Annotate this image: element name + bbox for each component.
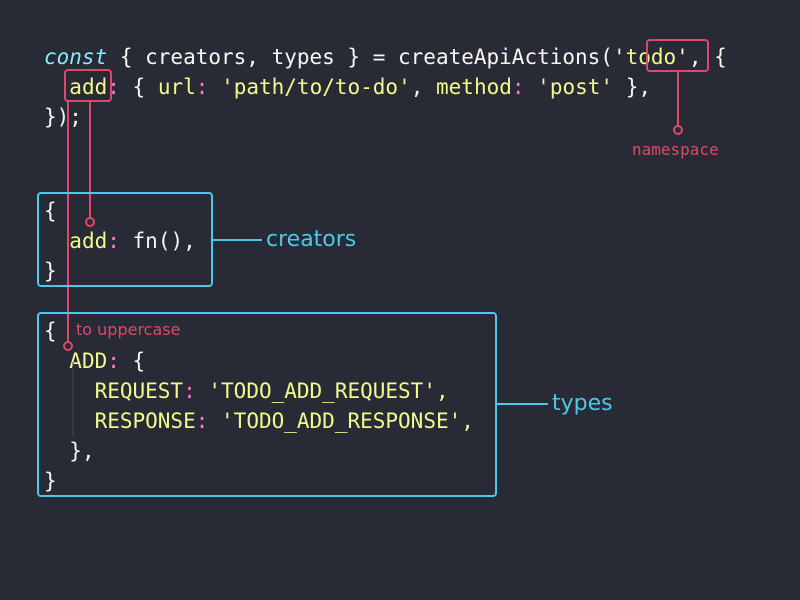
creators-box xyxy=(37,192,213,287)
colon: : xyxy=(195,409,209,433)
code-line-1-text: { creators, types } = createApiActions(' xyxy=(107,45,626,69)
namespace-highlight-box xyxy=(646,39,709,72)
types-connector-dot xyxy=(63,341,73,351)
creators-close-brace: } xyxy=(44,259,57,283)
code-snippet: const { creators, types } = createApiAct… xyxy=(0,0,727,600)
colon: : xyxy=(511,75,525,99)
namespace-string: todo xyxy=(625,45,677,69)
code-line-1-end: ', { xyxy=(676,45,727,69)
types-box xyxy=(37,312,497,497)
types-label: types xyxy=(552,391,613,416)
creators-connector-dot xyxy=(85,217,95,227)
url-value: 'path/to/to-do' xyxy=(208,75,411,99)
to-uppercase-label: to uppercase xyxy=(76,320,181,339)
colon: : xyxy=(107,229,120,253)
namespace-connector-dot xyxy=(673,125,683,135)
namespace-label: namespace xyxy=(632,140,719,159)
creators-open-brace: { xyxy=(44,199,57,223)
brace: { xyxy=(119,75,158,99)
comma: , xyxy=(410,75,437,99)
types-open-brace: { xyxy=(44,319,57,343)
method-value: 'post' xyxy=(524,75,614,99)
url-key: url xyxy=(157,75,196,99)
method-key: method xyxy=(436,75,512,99)
const-keyword: const xyxy=(44,45,108,69)
types-request-line: REQUEST: 'TODO_ADD_REQUEST', xyxy=(44,376,449,406)
types-inner-close: }, xyxy=(44,436,95,466)
add-highlight-box xyxy=(64,69,112,102)
creators-add-key: add xyxy=(69,229,108,253)
types-add-key: ADD xyxy=(69,349,108,373)
annotation-overlay xyxy=(37,39,709,497)
creators-line: add: fn(), xyxy=(44,226,196,256)
creators-label: creators xyxy=(266,227,357,252)
types-close-brace: } xyxy=(44,469,57,493)
colon: : xyxy=(195,75,209,99)
code-line-1: const { creators, types } = createApiAct… xyxy=(44,42,727,72)
code-line-3: }); xyxy=(44,105,82,129)
add-key: add xyxy=(69,75,108,99)
colon: : xyxy=(107,349,120,373)
brace: { xyxy=(119,349,146,373)
types-response-line: RESPONSE: 'TODO_ADD_RESPONSE', xyxy=(44,406,474,436)
request-value: 'TODO_ADD_REQUEST', xyxy=(195,379,449,403)
inner-close-brace: }, xyxy=(69,439,95,463)
request-key: REQUEST xyxy=(94,379,184,403)
colon: : xyxy=(183,379,196,403)
response-value: 'TODO_ADD_RESPONSE', xyxy=(208,409,474,433)
types-add-line: ADD: { xyxy=(44,346,145,376)
creators-fn-value: fn(), xyxy=(119,229,196,253)
brace-close: }, xyxy=(613,75,651,99)
response-key: RESPONSE xyxy=(94,409,196,433)
